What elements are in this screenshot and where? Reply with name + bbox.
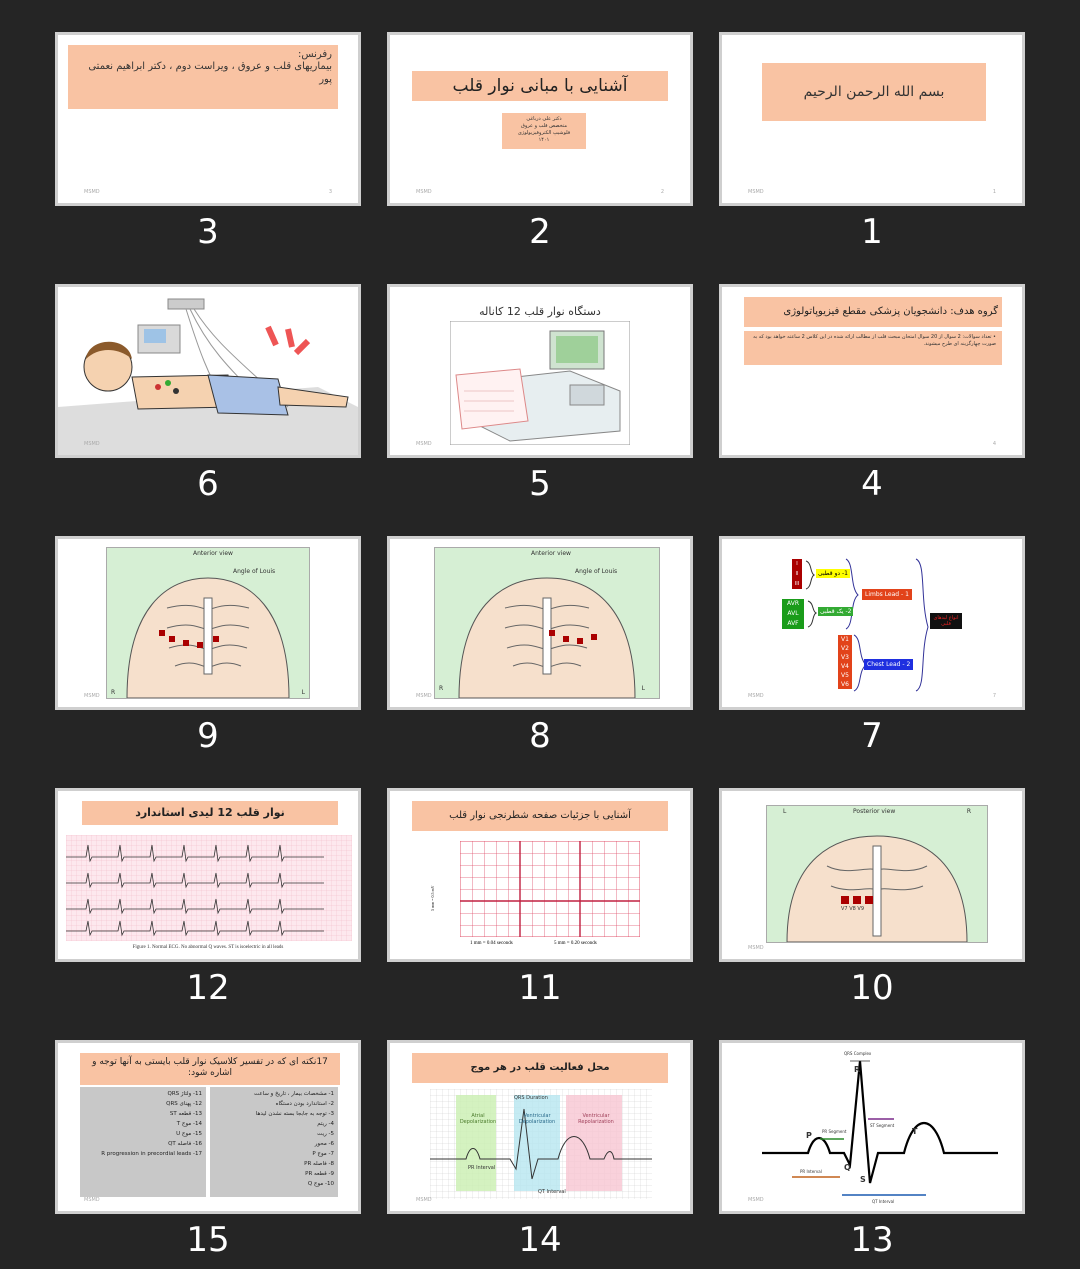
slide-number: 10 [850,968,894,1008]
v8-label: V8 [849,906,856,912]
slide-title: بسم الله الرحمن الرحیم [803,84,945,100]
slide-number: 13 [850,1220,894,1260]
slide-number: 2 [529,212,551,252]
pr-interval-label: PR Interval [468,1165,496,1171]
slide-number: 11 [518,968,562,1008]
slide-thumb-6[interactable]: MSMD 6 [55,284,361,514]
chest-lead-label: Chest Lead - 2 [864,659,914,670]
slide-number: 15 [186,1220,230,1260]
vrep-label: Ventricular Repolarization [578,1113,614,1125]
slide-number: 8 [529,716,551,756]
v7-label: V7 [841,906,848,912]
figure-caption: Figure 1. Normal ECG. No abnormal Q wave… [132,945,284,950]
slide-number: 7 [861,716,883,756]
slide-title: گروه هدف: دانشجویان پزشکی مقطع فیزیوپاتو… [783,306,998,317]
lead-braces [805,558,929,692]
slide-thumb-13[interactable]: QRS Complex PR Segment ST Segment PR Int… [719,1040,1025,1269]
angle-label: Angle of Louis [575,568,618,575]
posterior-chest-diagram [786,835,968,943]
slide-thumb-8[interactable]: Anterior view Angle of Louis R L MSMD 8 [387,536,693,766]
view-label: Posterior view [853,808,896,815]
slide-thumb-4[interactable]: گروه هدف: دانشجویان پزشکی مقطع فیزیوپاتو… [719,284,1025,514]
s-wave-label: S [860,1175,866,1184]
left-label: L [301,689,305,696]
left-label: L [641,685,645,692]
ecg-machine-image [450,321,630,445]
p-wave-label: P [806,1131,812,1140]
st-segment-label: ST Segment [870,1123,895,1128]
pr-segment-label: PR Segment [822,1129,847,1134]
ecg-grid-diagram [460,841,640,937]
slide-thumb-5[interactable]: دستگاه نوار قلب 12 کاناله MSMD 5 [387,284,693,514]
slide-number: 14 [518,1220,562,1260]
slide-number: 5 [529,464,551,504]
view-label: Anterior view [193,550,233,557]
patient-ecg-illustration [58,298,358,455]
pr-interval-label: PR Interval [800,1169,822,1174]
slide-number: 3 [197,212,219,252]
slide-subtitle: دکتر علی درباغی متخصص قلب و عروق فلوشیپ … [517,116,571,143]
slide-thumb-3[interactable]: رفرنس: بیماریهای قلب و عروق ، ویراست دوم… [55,32,361,262]
grid-x2-label: 5 mm = 0.20 seconds [554,941,597,946]
right-label: R [439,685,444,692]
slide-thumb-10[interactable]: Posterior view L R V7 V8 V9 MSMD 10 [719,788,1025,1018]
slide-thumb-15[interactable]: 17نکته ای که در تفسیر کلاسیک نوار قلب با… [55,1040,361,1269]
anterior-chest-diagram [126,577,290,699]
anterior-chest-diagram [458,577,636,699]
vdep-label: Ventricular Depolarization [518,1113,556,1125]
slide-title: آشنایی با مبانی نوار قلب [452,76,628,96]
right-label: R [966,808,971,815]
slide-thumb-2[interactable]: آشنایی با مبانی نوار قلب دکتر علی درباغی… [387,32,693,262]
slide-body: • تعداد سوالات: 2 سوال از 20 سوال امتحان… [753,334,996,347]
slide-title: رفرنس: [297,49,332,60]
slide-title: 17نکته ای که در تفسیر کلاسیک نوار قلب با… [92,1057,328,1078]
qt-interval-label: QT Interval [872,1199,895,1204]
slide-thumb-9[interactable]: Anterior view Angle of Louis R L MSMD 9 [55,536,361,766]
pqrst-diagram [762,1060,998,1196]
limbs-lead-label: Limbs Lead - 1 [862,589,912,600]
slide-number: 9 [197,716,219,756]
qrs-complex-label: QRS Complex [844,1051,872,1056]
slide-number: 1 [861,212,883,252]
lead-types-label: انواع لیدهای قلبی [930,613,962,629]
slide-thumb-14[interactable]: محل فعالیت قلب در هر موج Atrial Depolari… [387,1040,693,1269]
unipolar-label: 2- یک قطبی [818,607,854,616]
bipolar-label: 1- دو قطبی [816,569,850,578]
slide-title: نوار قلب 12 لیدی استاندارد [135,806,285,819]
wave-activity-diagram [430,1089,652,1199]
slide-title: محل فعالیت قلب در هر موج [470,1062,610,1073]
slide-thumb-11[interactable]: آشنایی با جزئیات صفحه شطرنجی نوار قلب 5 … [387,788,693,1018]
t-wave-label: T [912,1127,918,1136]
view-label: Anterior view [531,550,571,557]
slide-title: دستگاه نوار قلب 12 کاناله [479,305,601,318]
right-label: R [111,689,116,696]
qt-interval-label: QT Interval [538,1189,566,1195]
slide-number: 12 [186,968,230,1008]
q-wave-label: Q [844,1163,851,1172]
slide-body: بیماریهای قلب و عروق ، ویراست دوم ، دکتر… [88,61,332,85]
v9-label: V9 [857,906,865,912]
r-wave-label: R [854,1065,861,1074]
ecg-12-lead-strip [66,835,352,941]
slide-thumb-12[interactable]: نوار قلب 12 لیدی استاندارد Figure 1. Nor… [55,788,361,1018]
angle-label: Angle of Louis [233,568,276,575]
qrs-duration-label: QRS Duration [514,1095,548,1101]
slide-title: آشنایی با جزئیات صفحه شطرنجی نوار قلب [449,810,631,821]
grid-y-label: 5 mm = 0.5 mV [430,885,435,911]
slide-number: 6 [197,464,219,504]
atrial-label: Atrial Depolarization [459,1113,497,1125]
grid-x1-label: 1 mm = 0.04 seconds [470,941,513,946]
left-label: L [783,808,787,815]
slide-number: 4 [861,464,883,504]
